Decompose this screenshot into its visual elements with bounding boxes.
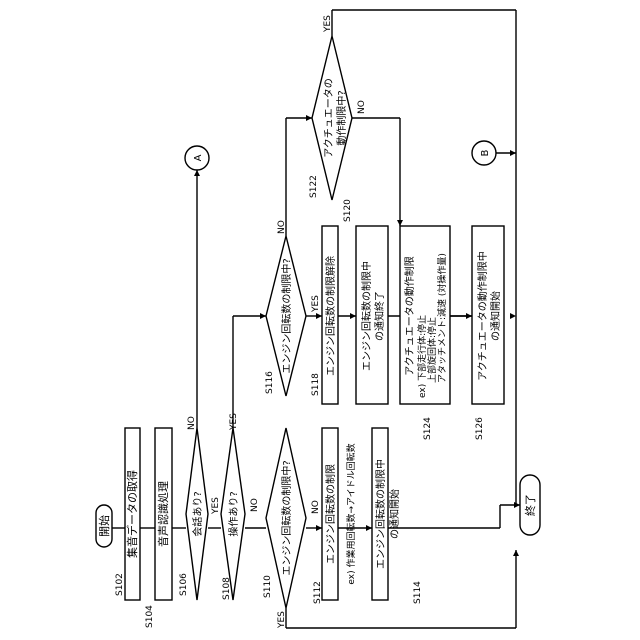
decision-s110-text: エンジン回転数の制限中? [280,460,293,575]
end-terminal: 終了 [520,475,540,535]
step-s112: エンジン回転数の制限 [322,428,338,600]
step-s118-id: S118 [311,373,321,396]
connector-a-label: A [193,154,204,161]
step-s106-id: S106 [179,573,189,596]
decision-s122-line1: アクチュエータの [323,78,335,158]
step-s110-id: S110 [263,575,273,598]
step-s120-id: S120 [343,199,353,222]
s116-no-label: NO [277,220,287,234]
step-s112-line2: ex) 作業用回転数→アイドル回転数 [345,443,357,584]
step-s114-line1: エンジン回転数の制限中 [374,459,387,569]
step-s124: アクチュエータの動作制限 ex) 下部走行体:停止 上部旋回体:停止 アタッチメ… [400,226,450,404]
step-s114-id: S114 [413,581,423,604]
decision-s106-text: 会話あり? [191,491,204,536]
step-s126: アクチュエータの動作制限中 の通知開始 [472,226,504,404]
step-s104: 音声認識処理 [155,428,172,600]
step-s124-line1: アクチュエータの動作制限 [403,256,416,376]
start-label: 開始 [97,515,111,537]
step-s120-line2: の通知終了 [373,291,386,341]
s108-no-label: NO [250,498,260,512]
step-s120-line1: エンジン回転数の制限中 [360,261,373,371]
step-s102-id: S102 [115,573,125,596]
step-s112-line1: エンジン回転数の制限 [324,464,337,564]
step-s124-id: S124 [423,417,433,440]
s122-no-label: NO [357,100,367,114]
step-s126-line2: の通知開始 [489,291,502,341]
decision-s116-text: エンジン回転数の制限中? [280,258,293,373]
s106-no-label: NO [187,416,197,430]
step-s112-id: S112 [313,581,323,604]
decision-s122-line2: 動作制限中? [335,90,348,145]
step-s102: 集音データの取得 [125,428,140,600]
connector-b: B [472,141,496,165]
step-s120: エンジン回転数の制限中 の通知終了 [356,226,388,404]
step-s118: エンジン回転数の制限解除 [322,226,338,404]
decision-s108-text: 操作あり? [227,491,240,536]
step-s124-line3: 上部旋回体:停止 [426,317,438,383]
step-s104-text: 音声認識処理 [156,481,170,547]
step-s114-line2: の通知開始 [388,489,401,539]
start-terminal: 開始 [96,505,112,547]
connector-a: A [185,146,209,170]
s106-yes-label: YES [211,497,221,515]
s110-yes-label: YES [277,611,287,629]
s108-yes-label: YES [229,413,239,431]
s116-yes-label: YES [311,295,321,313]
step-s122-id: S122 [309,175,319,198]
s122-yes-label: YES [323,15,333,33]
step-s104-id: S104 [145,605,155,628]
s110-no-label: NO [311,500,321,514]
step-s116-id: S116 [265,371,275,394]
step-s124-line2: ex) 下部走行体:停止 [416,315,428,398]
decision-s108: 操作あり? [221,428,245,600]
step-s126-line1: アクチュエータの動作制限中 [476,251,489,381]
step-s118-text: エンジン回転数の制限解除 [324,256,337,376]
step-s124-line4: アタッチメント:減速 (対操作量) [436,253,448,383]
connector-b-label: B [480,149,491,156]
step-s102-text: 集音データの取得 [125,470,139,558]
decision-s106: 会話あり? [186,428,208,600]
end-label: 終了 [523,494,537,516]
step-s108-id: S108 [222,577,232,600]
step-s126-id: S126 [475,417,485,440]
